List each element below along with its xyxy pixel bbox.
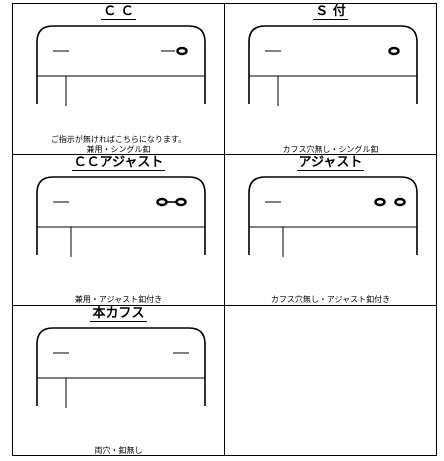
panel-s: Ｓ 付 カフス穴無し・シングル釦 bbox=[224, 3, 437, 155]
button-icon bbox=[388, 46, 400, 56]
cuff-diagram-hon-cuffs bbox=[36, 327, 206, 408]
panel-caption: カフス穴無し・アジャスト釦付き bbox=[270, 295, 391, 304]
cuff-diagram-cc-adjust bbox=[36, 176, 206, 257]
cuff-diagram-adjust bbox=[248, 176, 418, 257]
panel-title: アジャスト bbox=[296, 155, 365, 171]
button-icon bbox=[374, 197, 386, 207]
panel-caption: カフス穴無し・シングル釦 bbox=[282, 145, 379, 154]
cuff-style-grid: Ｃ Ｃ ご指示が無ければこちらになります。 兼用・シングル釦 Ｓ 付 カフス穴無… bbox=[12, 3, 437, 456]
panel-title: Ｓ 付 bbox=[313, 4, 348, 20]
panel-hon-cuffs: 本カフス 両穴・釦無し bbox=[12, 305, 225, 456]
panel-cc: Ｃ Ｃ ご指示が無ければこちらになります。 兼用・シングル釦 bbox=[12, 3, 225, 155]
button-icon bbox=[175, 197, 187, 207]
panel-title: 本カフス bbox=[90, 306, 147, 322]
panel-caption: 兼用・シングル釦 bbox=[86, 145, 151, 154]
button-icon bbox=[156, 197, 168, 207]
panel-note: ご指示が無ければこちらになります。 bbox=[50, 135, 187, 144]
panel-title: Ｃ Ｃ bbox=[101, 4, 136, 20]
panel-title: ＣＣアジャスト bbox=[71, 155, 166, 171]
panel-cc-adjust: ＣＣアジャスト 兼用・アジャスト釦付き bbox=[12, 154, 225, 306]
panel-caption: 両穴・釦無し bbox=[94, 446, 143, 455]
panel-adjust: アジャスト カフス穴無し・アジャスト釦付き bbox=[224, 154, 437, 306]
cuff-diagram-s bbox=[248, 25, 418, 106]
button-icon bbox=[394, 197, 406, 207]
panel-caption: 兼用・アジャスト釦付き bbox=[74, 295, 163, 304]
panel-empty bbox=[224, 305, 437, 456]
button-icon bbox=[176, 46, 188, 56]
cuff-diagram-cc bbox=[36, 25, 206, 106]
